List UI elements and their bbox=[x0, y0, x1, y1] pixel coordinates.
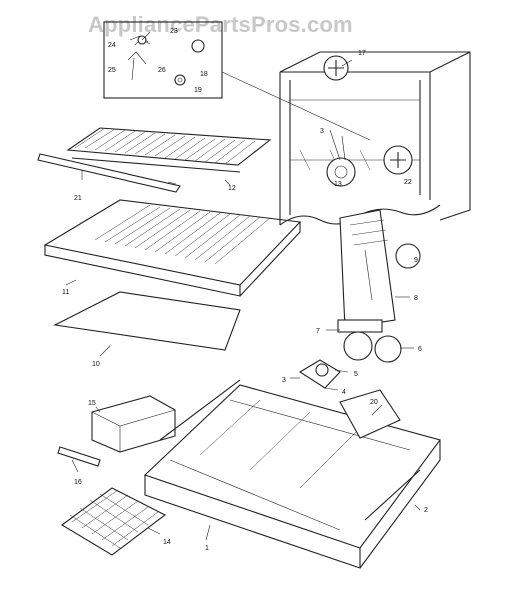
part-21-shelf-trim bbox=[37, 153, 181, 193]
part-8-air-duct bbox=[339, 209, 396, 329]
inset-detail-box bbox=[103, 21, 371, 141]
callout-12: 12 bbox=[228, 185, 236, 192]
callout-21: 21 bbox=[74, 195, 82, 202]
callout-5: 5 bbox=[354, 371, 358, 378]
part-14-ice-tray bbox=[61, 487, 167, 556]
callout-3a: 3 bbox=[320, 128, 324, 135]
callout-1: 1 bbox=[205, 545, 209, 552]
callout-9: 9 bbox=[414, 257, 418, 264]
part-11-freezer-shelf bbox=[43, 199, 302, 297]
part-17-lamp bbox=[323, 55, 349, 81]
part-9-grille bbox=[395, 243, 421, 269]
cabinet-liner bbox=[279, 51, 471, 226]
part-1-2-20-base bbox=[143, 379, 441, 569]
callout-10: 10 bbox=[92, 361, 100, 368]
callout-26: 26 bbox=[158, 67, 166, 74]
callout-2: 2 bbox=[424, 507, 428, 514]
callout-7: 7 bbox=[316, 328, 320, 335]
callout-22: 22 bbox=[404, 179, 412, 186]
callout-3b: 3 bbox=[282, 377, 286, 384]
part-12-wire-shelf bbox=[66, 127, 272, 173]
callout-19: 19 bbox=[194, 87, 202, 94]
leader-lines bbox=[65, 31, 421, 541]
callout-20: 20 bbox=[370, 399, 378, 406]
callout-16: 16 bbox=[74, 479, 82, 486]
callout-4: 4 bbox=[342, 389, 346, 396]
watermark-text: AppliancePartsPros.com bbox=[88, 12, 353, 37]
callout-23: 23 bbox=[170, 28, 178, 35]
callout-6: 6 bbox=[418, 346, 422, 353]
part-15-crisper-pan bbox=[91, 395, 176, 453]
callout-25: 25 bbox=[108, 67, 116, 74]
callout-labels: 23 24 25 26 18 19 17 3 13 22 12 21 9 11 … bbox=[62, 28, 428, 552]
callout-24: 24 bbox=[108, 42, 116, 49]
callout-17: 17 bbox=[358, 50, 366, 57]
callout-11: 11 bbox=[62, 289, 69, 296]
callout-15: 15 bbox=[88, 400, 96, 407]
callout-13: 13 bbox=[334, 181, 342, 188]
part-16-tray-trim bbox=[57, 446, 101, 467]
part-3-4-5-fan-motor bbox=[298, 359, 341, 389]
part-7-6-fan-parts bbox=[337, 319, 402, 363]
callout-18: 18 bbox=[200, 71, 208, 78]
part-10-panel bbox=[53, 291, 241, 351]
part-13-control bbox=[326, 157, 356, 187]
callout-8: 8 bbox=[414, 295, 418, 302]
part-22-thermostat bbox=[383, 145, 413, 175]
callout-14: 14 bbox=[163, 539, 171, 546]
